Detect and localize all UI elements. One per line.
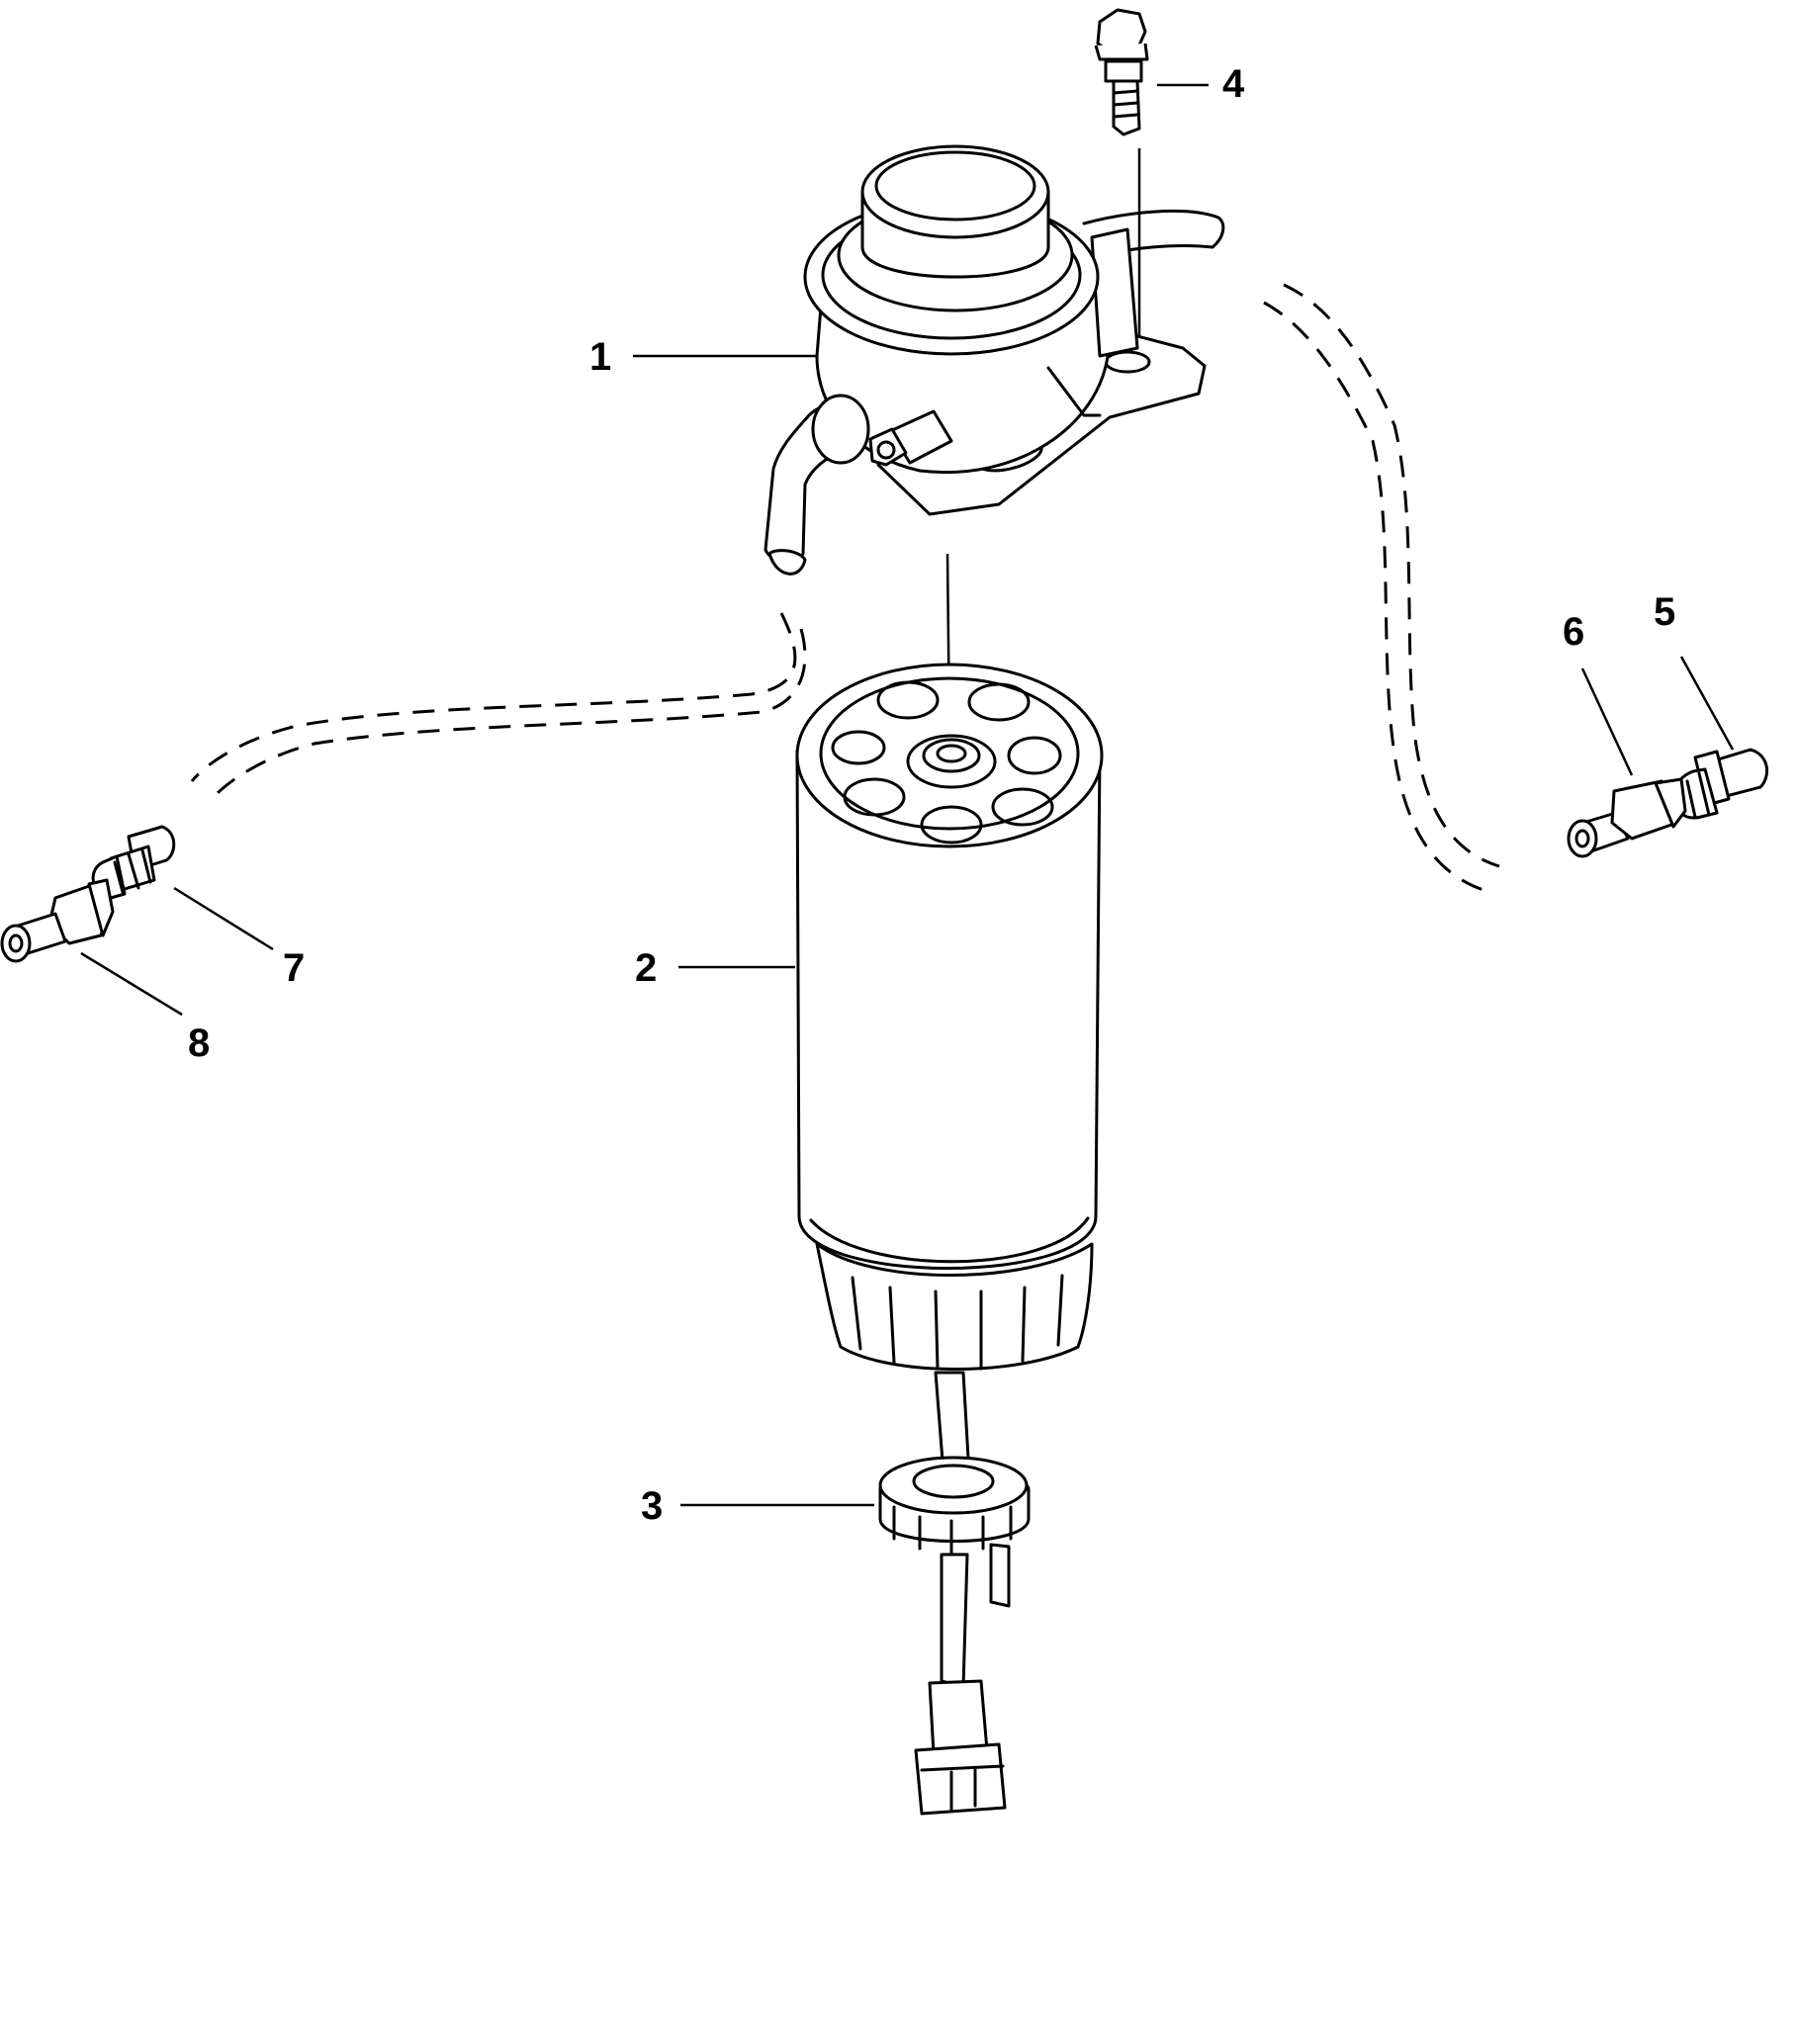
callout-5: 5: [1654, 590, 1675, 634]
callout-2: 2: [635, 946, 657, 990]
part-3-water-sensor[interactable]: [878, 1371, 1031, 1816]
hose-right: [1283, 283, 1500, 868]
part-6-barb-fitting[interactable]: [1567, 777, 1687, 858]
leader-8: [80, 951, 183, 1017]
part-1-filter-head[interactable]: [764, 144, 1225, 576]
leader-7: [173, 886, 274, 951]
callout-8: 8: [188, 1022, 210, 1065]
callout-6: 6: [1563, 610, 1584, 654]
leader-5: [1679, 656, 1735, 751]
part-5-fitting[interactable]: [1671, 748, 1769, 820]
part-4-bolt[interactable]: [1094, 8, 1149, 136]
hose-left-inner: [210, 628, 807, 801]
hose-right-inner: [1263, 301, 1484, 892]
part-2-filter-cartridge[interactable]: [795, 663, 1104, 1371]
callout-3: 3: [641, 1484, 663, 1528]
callout-1: 1: [589, 335, 611, 379]
callout-4: 4: [1222, 62, 1245, 106]
part-8-barb-fitting[interactable]: [0, 878, 115, 963]
callout-7: 7: [283, 946, 305, 990]
leader-6: [1580, 667, 1634, 776]
hose-left: [190, 612, 797, 782]
